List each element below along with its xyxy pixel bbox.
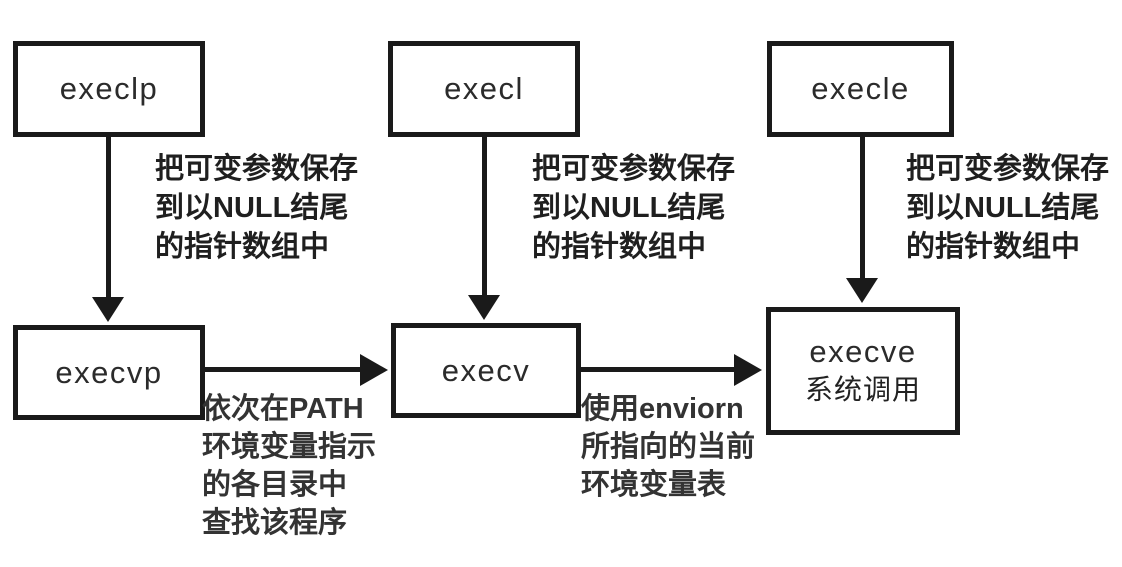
node-execl-label: execl (444, 71, 524, 106)
arrow-execv-execve-line (580, 367, 736, 372)
arrow-execle-execve-head (846, 278, 878, 303)
node-execl: execl (388, 41, 580, 137)
arrow-execlp-execvp-head (92, 297, 124, 322)
node-execvp: execvp (13, 325, 205, 420)
node-execlp: execlp (13, 41, 205, 137)
node-execv-label: execv (441, 352, 531, 388)
node-execv: execv (391, 323, 581, 418)
annotation-environ-table: 使用enviorn 所指向的当前 环境变量表 (581, 393, 756, 501)
arrow-execvp-execv-line (204, 367, 362, 372)
node-execlp-label: execlp (59, 71, 159, 106)
annotation-save-null-array-3: 把可变参数保存 到以NULL结尾 的指针数组中 (906, 153, 1110, 263)
node-execve-sublabel: 系统调用 (804, 374, 921, 405)
arrow-execl-execv-line (482, 137, 487, 297)
annotation-save-null-array-2: 把可变参数保存 到以NULL结尾 的指针数组中 (532, 153, 736, 263)
node-execve-label: execve (809, 334, 917, 369)
annotation-save-null-array-1: 把可变参数保存 到以NULL结尾 的指针数组中 (155, 153, 359, 263)
arrow-execlp-execvp-line (106, 137, 111, 299)
annotation-path-search: 依次在PATH 环境变量指示 的各目录中 查找该程序 (202, 393, 377, 539)
node-execvp-label: execvp (55, 354, 163, 390)
node-execle-label: execle (811, 71, 910, 106)
arrow-execvp-execv-head (360, 354, 388, 386)
arrow-execle-execve-line (860, 137, 865, 280)
node-execve: execve 系统调用 (766, 307, 960, 435)
arrow-execl-execv-head (468, 295, 500, 320)
node-execle: execle (767, 41, 954, 137)
arrow-execv-execve-head (734, 354, 762, 386)
